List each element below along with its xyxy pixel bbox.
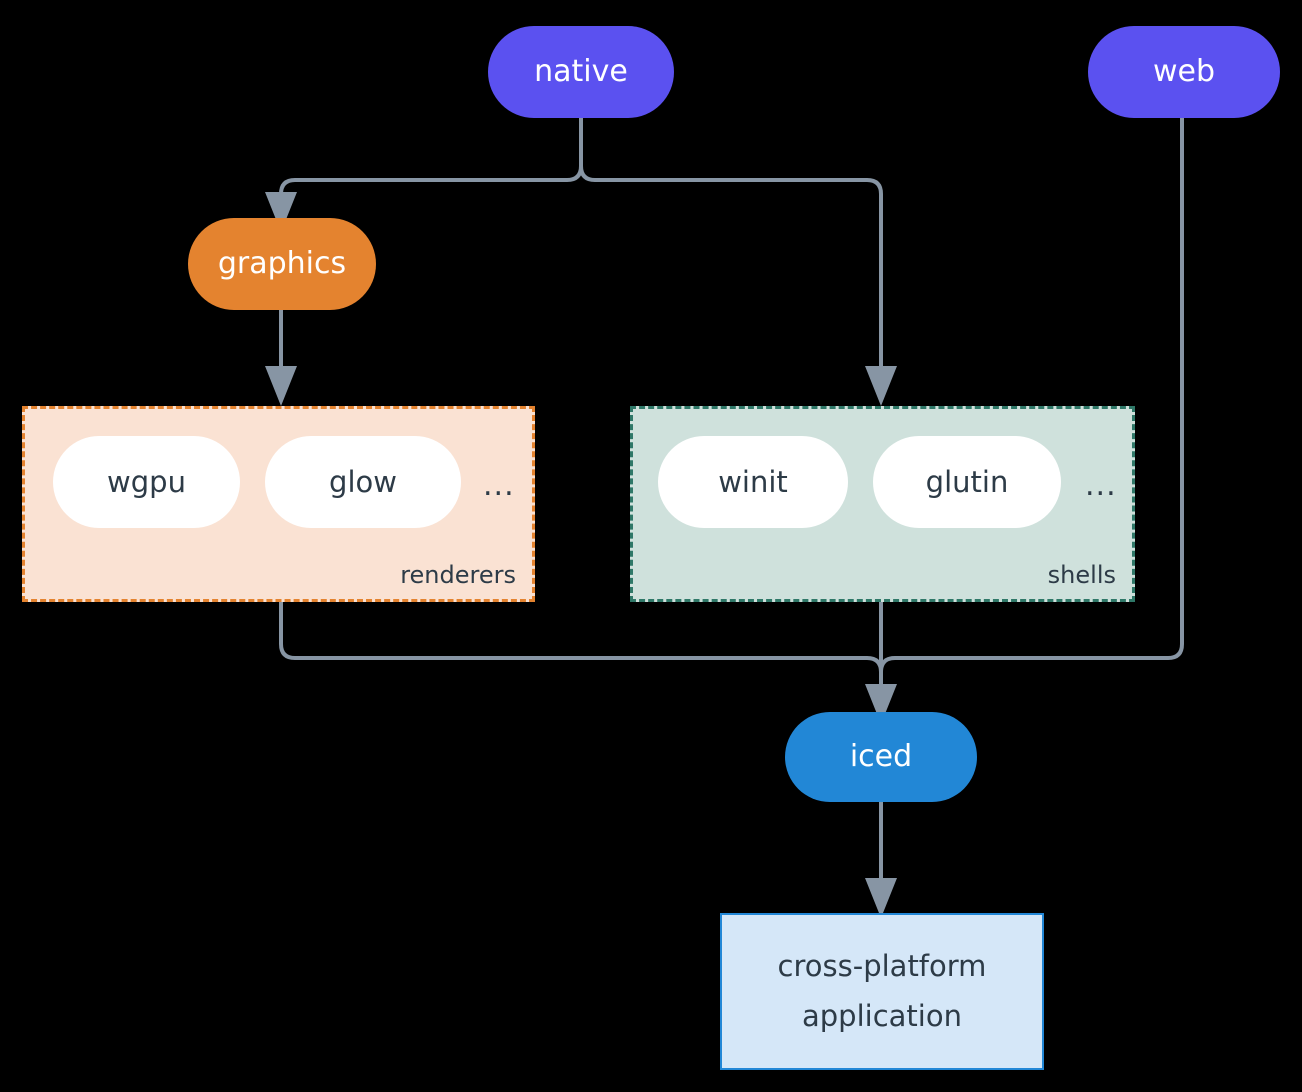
node-native[interactable]: native bbox=[488, 26, 674, 118]
leaf-wgpu-label: wgpu bbox=[107, 465, 186, 499]
application-label-line2: application bbox=[802, 998, 962, 1033]
edge-renderers-to-iced bbox=[279, 600, 883, 700]
edge-native-to-graphics bbox=[265, 116, 583, 232]
group-shells: winit glutin ... shells bbox=[630, 406, 1135, 602]
node-graphics-label: graphics bbox=[217, 246, 347, 282]
node-native-label: native bbox=[534, 54, 628, 90]
node-iced[interactable]: iced bbox=[785, 712, 977, 802]
leaf-wgpu[interactable]: wgpu bbox=[53, 436, 240, 528]
group-renderers: wgpu glow ... renderers bbox=[22, 406, 535, 602]
shells-overflow-ellipsis: ... bbox=[1085, 468, 1117, 503]
node-web-label: web bbox=[1152, 54, 1216, 90]
leaf-winit-label: winit bbox=[718, 465, 788, 499]
leaf-glow[interactable]: glow bbox=[265, 436, 461, 528]
leaf-glutin[interactable]: glutin bbox=[873, 436, 1061, 528]
node-application[interactable]: cross-platform application bbox=[720, 913, 1044, 1070]
group-shells-label: shells bbox=[1047, 561, 1116, 589]
node-iced-label: iced bbox=[849, 739, 913, 775]
application-label-line1: cross-platform bbox=[777, 949, 987, 984]
renderers-overflow-ellipsis: ... bbox=[483, 468, 515, 503]
group-renderers-label: renderers bbox=[400, 561, 516, 589]
node-graphics[interactable]: graphics bbox=[188, 218, 376, 310]
node-web[interactable]: web bbox=[1088, 26, 1280, 118]
leaf-glow-label: glow bbox=[329, 465, 397, 499]
edge-native-to-shells bbox=[579, 116, 897, 406]
leaf-winit[interactable]: winit bbox=[658, 436, 848, 528]
leaf-glutin-label: glutin bbox=[925, 465, 1009, 499]
